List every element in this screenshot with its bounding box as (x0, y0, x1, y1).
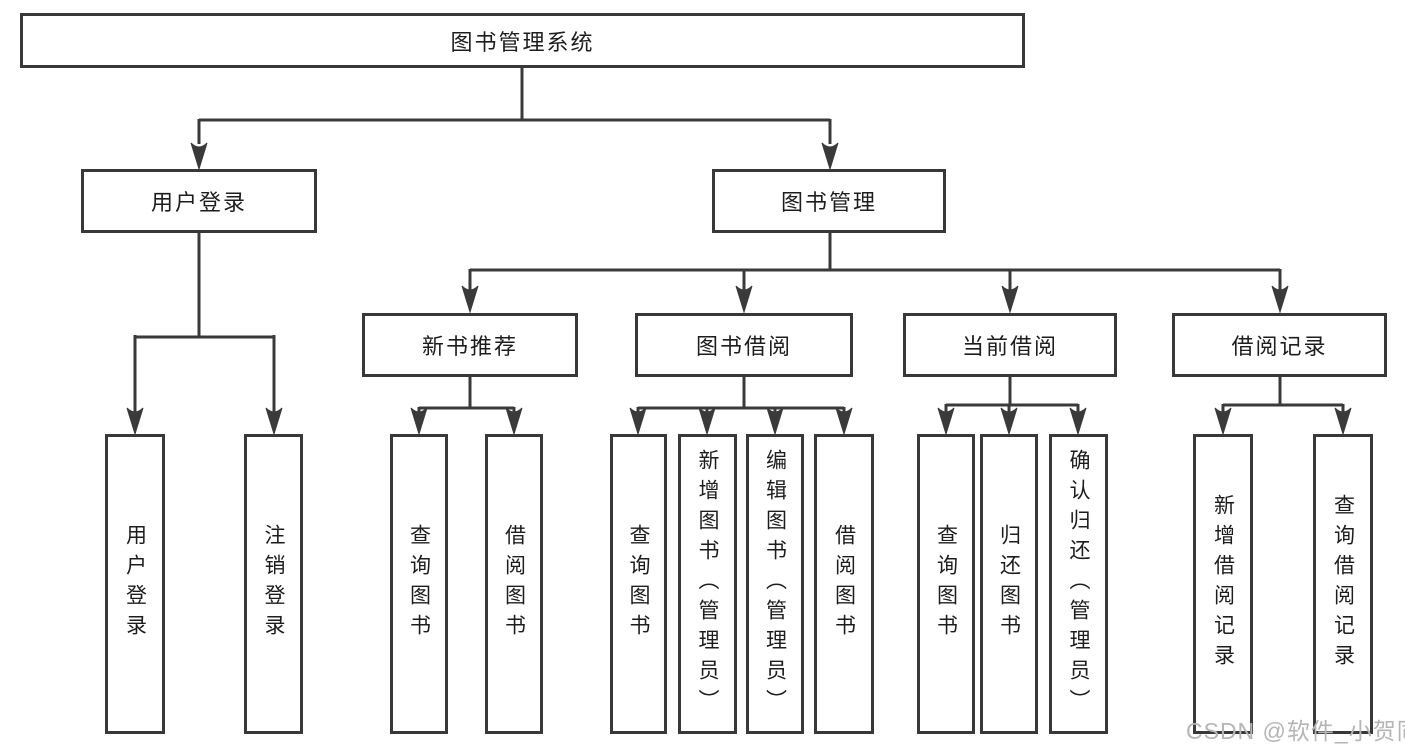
leaf-borrow-books-recommend: 借阅图书 (485, 434, 543, 734)
leaf-label: 查询图书 (934, 524, 958, 644)
leaf-return-books: 归还图书 (980, 434, 1038, 734)
node-new-book-recommendation: 新书推荐 (362, 313, 578, 377)
node-current-borrowing: 当前借阅 (903, 313, 1117, 377)
leaf-query-borrow-record: 查询借阅记录 (1313, 434, 1373, 734)
leaf-label: 归还图书 (997, 524, 1021, 644)
leaf-label: 确认归还（管理员） (1067, 449, 1090, 719)
connector-new-book-branch (410, 377, 523, 436)
leaf-query-books-current: 查询图书 (917, 434, 975, 734)
leaf-label: 编辑图书（管理员） (763, 449, 787, 719)
node-user-login: 用户登录 (81, 169, 317, 233)
leaf-label: 新增图书（管理员） (696, 449, 719, 719)
node-book-management: 图书管理 (712, 169, 946, 233)
leaf-label: 借阅图书 (832, 524, 856, 644)
node-book-borrowing: 图书借阅 (635, 313, 853, 377)
leaf-confirm-return-admin: 确认归还（管理员） (1049, 434, 1108, 734)
csdn-watermark: CSDN @软件_小贺同学 (1186, 718, 1405, 744)
leaf-add-books-admin: 新增图书（管理员） (678, 434, 737, 734)
connector-user-login-branch (126, 233, 283, 436)
node-library-management-system: 图书管理系统 (20, 13, 1025, 68)
leaf-label: 借阅图书 (502, 524, 526, 644)
connector-book-borrow-branch (629, 377, 853, 436)
connector-borrow-records-branch (1214, 377, 1352, 436)
leaf-query-books-recommend: 查询图书 (390, 434, 448, 734)
leaf-label: 用户登录 (123, 524, 147, 644)
leaf-label: 查询借阅记录 (1331, 494, 1355, 674)
leaf-label: 查询图书 (627, 524, 650, 644)
leaf-user-login: 用户登录 (105, 434, 165, 734)
node-borrowing-records: 借阅记录 (1172, 313, 1387, 377)
leaf-label: 查询图书 (407, 524, 431, 644)
connector-root-to-level2 (190, 68, 839, 171)
connector-book-management-to-level3 (461, 233, 1289, 314)
leaf-label: 新增借阅记录 (1211, 494, 1235, 674)
leaf-logout: 注销登录 (244, 434, 303, 734)
leaf-query-books-borrow: 查询图书 (610, 434, 667, 734)
leaf-borrow-books: 借阅图书 (814, 434, 874, 734)
leaf-add-borrow-record: 新增借阅记录 (1193, 434, 1253, 734)
connector-current-borrow-branch (937, 377, 1087, 436)
leaf-edit-books-admin: 编辑图书（管理员） (746, 434, 804, 734)
leaf-label: 注销登录 (262, 524, 285, 644)
